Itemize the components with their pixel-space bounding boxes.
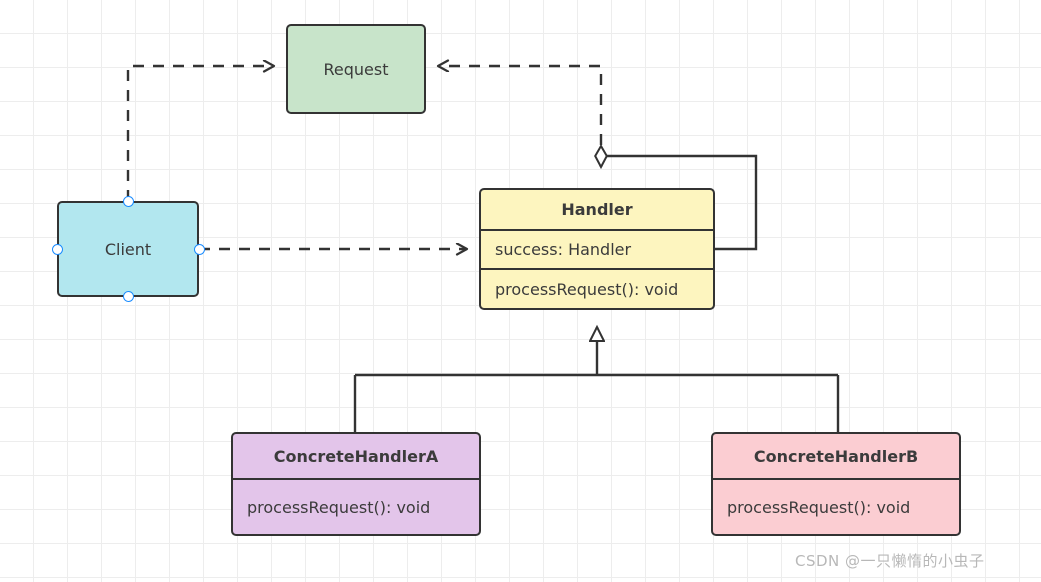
node-handler-method: processRequest(): void	[481, 268, 713, 308]
node-concrete-handler-a-title: ConcreteHandlerA	[273, 446, 439, 466]
edge-handler-to-request	[438, 66, 603, 145]
connection-handle-bottom[interactable]	[122, 290, 134, 302]
node-handler[interactable]: Handler success: Handler processRequest(…	[479, 188, 715, 310]
node-request-title: Request	[323, 59, 389, 79]
node-client-title: Client	[104, 239, 152, 259]
watermark: CSDN @一只懒惰的小虫子	[795, 552, 985, 570]
edge-client-to-request	[126, 66, 274, 201]
connection-handle-left[interactable]	[51, 243, 63, 255]
node-concrete-handler-a-method: processRequest(): void	[233, 478, 479, 534]
node-request[interactable]: Request	[286, 24, 426, 114]
node-concrete-handler-b-title: ConcreteHandlerB	[753, 446, 919, 466]
node-handler-attribute: success: Handler	[481, 228, 713, 269]
node-handler-title: Handler	[561, 199, 633, 219]
edge-handler-self-aggregation	[601, 156, 758, 251]
node-client[interactable]: Client	[57, 201, 199, 297]
connection-handle-top[interactable]	[122, 195, 134, 207]
connection-handle-right[interactable]	[193, 243, 205, 255]
node-concrete-handler-b-method: processRequest(): void	[713, 478, 959, 534]
node-concrete-handler-b[interactable]: ConcreteHandlerB processRequest(): void	[711, 432, 961, 536]
node-concrete-handler-a[interactable]: ConcreteHandlerA processRequest(): void	[231, 432, 481, 536]
